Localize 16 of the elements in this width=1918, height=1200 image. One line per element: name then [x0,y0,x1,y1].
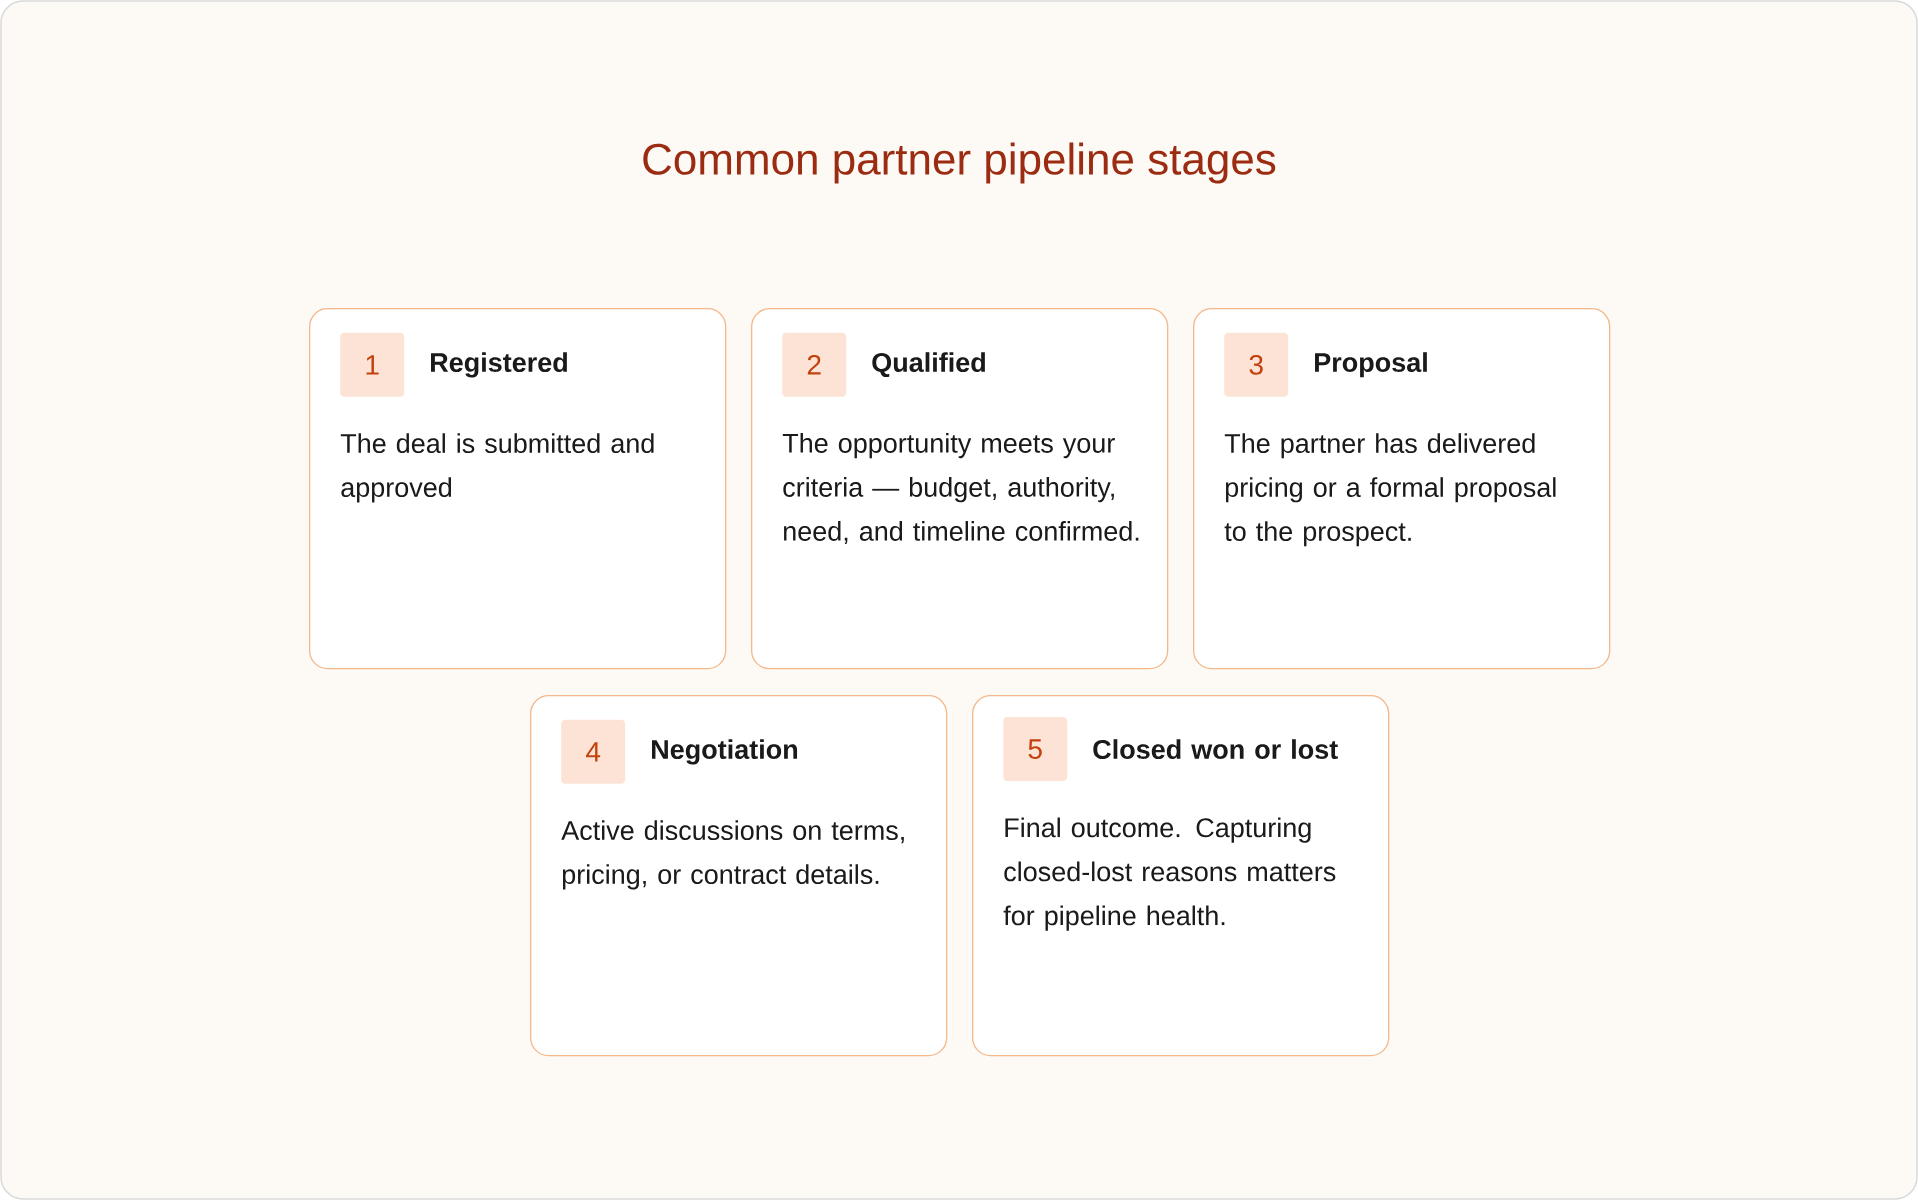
stage-heading: Registered [431,352,567,378]
stage-description: The opportunity meets your criteria — budget, authority, need, and timeline confirmed. [782,433,1139,545]
stage-heading: Closed won or lost [1093,739,1338,760]
stage-description: Active discussions on terms, pricing, or contract details. [561,820,904,890]
diagram-title: Common partner pipeline stages [643,142,1276,184]
stage-description: The deal is submitted and approved [340,433,654,503]
stage-heading: Proposal [1315,352,1427,378]
stage-heading: Negotiation [652,739,798,765]
stage-description: The partner has delivered pricing or a formal proposal to the prospect. [1224,433,1556,547]
step-number-badge: 1 [340,332,405,397]
step-number-badge: 4 [561,719,626,784]
step-number-badge: 2 [782,332,847,397]
step-number-badge: 3 [1224,332,1289,397]
stage-description: Final outcome. Capturing closed-lost reasons matters for pipeline health. [1003,817,1336,931]
stage-heading: Qualified [872,352,985,378]
step-number-badge: 5 [1003,717,1068,782]
